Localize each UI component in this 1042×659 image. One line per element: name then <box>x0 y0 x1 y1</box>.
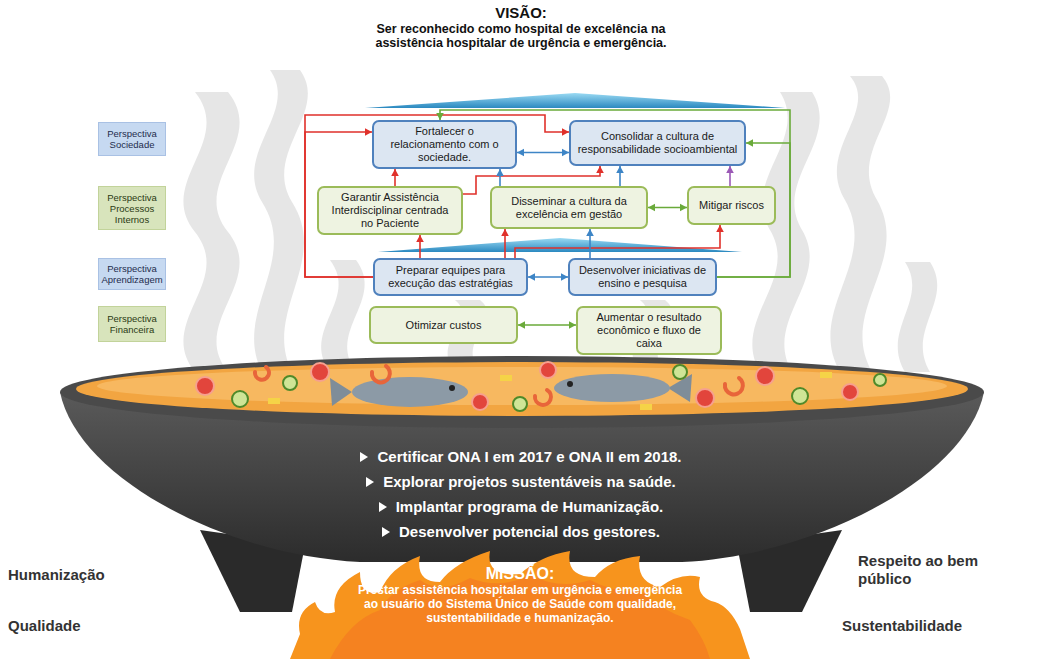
arrowhead <box>561 273 568 281</box>
connector <box>515 225 724 258</box>
connector-line <box>517 152 569 154</box>
value-label: Sustentabilidade <box>842 617 1022 635</box>
objective-box: Disseminar a cultura da excelência em ge… <box>490 186 648 229</box>
perspective-label: Perspectiva Sociedade <box>98 122 166 156</box>
arrowhead <box>569 321 576 329</box>
arrowhead <box>365 128 372 136</box>
bullet-marker <box>360 452 368 462</box>
mission-text: Prestar assistência hospitalar em urgênc… <box>355 583 685 625</box>
arrowhead <box>518 321 525 329</box>
objective-box: Consolidar a cultura de responsabilidade… <box>569 120 746 166</box>
box-text: Perspectiva Financeira <box>102 313 162 335</box>
arrowhead <box>586 229 594 236</box>
arrowhead <box>391 169 399 176</box>
objective-box: Fortalecer o relacionamento com o socied… <box>372 120 517 169</box>
goal-item: Certificar ONA I em 2017 e ONA II em 201… <box>201 448 841 466</box>
arrowhead <box>416 235 424 242</box>
value-label: Qualidade <box>8 617 168 635</box>
objective-box: Desenvolver iniciativas de ensino e pesq… <box>568 258 717 296</box>
objective-box: Mitigar riscos <box>687 186 776 225</box>
goal-item: Desenvolver potencial dos gestores. <box>201 523 841 541</box>
soup <box>76 362 968 416</box>
connector <box>528 273 568 281</box>
arrowhead <box>616 166 624 173</box>
connector-line <box>515 225 720 258</box>
objective-box: Preparar equipes para execução das estra… <box>373 258 528 296</box>
connector <box>586 229 594 258</box>
connector <box>501 229 509 258</box>
goal-bullet: Certificar ONA I em 2017 e ONA II em 201… <box>377 448 681 465</box>
box-text: Perspectiva Processos Internos <box>102 192 162 225</box>
arrowhead <box>680 204 687 212</box>
mission-flame: MISSÃO:Prestar assistência hospitalar em… <box>290 550 750 659</box>
arrowhead <box>648 204 655 212</box>
box-text: Consolidar a cultura de responsabilidade… <box>577 130 738 156</box>
perspective-label: Perspectiva Financeira <box>98 306 166 342</box>
objective-box: Otimizar custos <box>369 306 518 344</box>
box-text: Desenvolver iniciativas de ensino e pesq… <box>576 264 709 290</box>
box-text: Mitigar riscos <box>699 199 764 212</box>
goal-item: Explorar projetos sustentáveis na saúde. <box>201 473 841 491</box>
connector <box>518 321 576 329</box>
box-text: Fortalecer o relacionamento com o socied… <box>380 125 509 164</box>
objective-box: Garantir Assistência Interdisciplinar ce… <box>317 186 463 235</box>
vision-heading: VISÃO: <box>371 4 671 22</box>
connector <box>517 149 569 157</box>
flame-outer <box>290 551 750 659</box>
arrowhead <box>746 139 753 147</box>
connector <box>496 169 504 186</box>
direction-arrow <box>365 93 785 108</box>
arrowhead <box>562 149 569 157</box>
arrowhead <box>528 273 535 281</box>
box-text: Preparar equipes para execução das estra… <box>381 264 520 290</box>
connector <box>648 204 687 212</box>
arrowhead <box>726 166 734 173</box>
goal-item: Implantar programa de Humanização. <box>201 498 841 516</box>
pot-rim <box>60 356 984 428</box>
flame-inner <box>330 575 710 659</box>
box-text: Perspectiva Aprendizagem <box>101 263 162 285</box>
connector <box>726 166 734 186</box>
objective-box: Aumentar o resultado econômico e fluxo d… <box>576 306 722 355</box>
vision-statement: Ser reconhecido como hospital de excelên… <box>371 22 671 50</box>
arrowhead <box>562 128 569 136</box>
connector-line <box>518 324 576 326</box>
goal-bullet: Implantar programa de Humanização. <box>396 498 664 515</box>
steam <box>183 70 937 372</box>
bullet-marker <box>379 502 387 512</box>
mission-heading: MISSÃO: <box>486 565 554 583</box>
arrowhead <box>496 169 504 176</box>
connector <box>416 235 424 258</box>
arrowhead <box>596 166 604 173</box>
value-label: Humanização <box>8 566 168 584</box>
perspective-label: Perspectiva Processos Internos <box>98 186 166 230</box>
value-label: Respeito ao bem público <box>858 552 1003 588</box>
soup-ingredients <box>196 362 886 411</box>
connector <box>391 169 399 186</box>
box-text: Otimizar custos <box>406 319 482 332</box>
goal-bullet: Explorar projetos sustentáveis na saúde. <box>383 473 676 490</box>
connector <box>616 166 624 186</box>
direction-arrow <box>378 238 742 252</box>
goal-bullet: Desenvolver potencial dos gestores. <box>399 523 660 540</box>
box-text: Garantir Assistência Interdisciplinar ce… <box>325 191 455 230</box>
perspective-label: Perspectiva Aprendizagem <box>98 258 166 290</box>
bullet-marker <box>382 527 390 537</box>
arrowhead <box>436 113 444 120</box>
arrowhead <box>501 229 509 236</box>
arrowhead <box>716 225 724 232</box>
arrowhead <box>517 149 524 157</box>
box-text: Disseminar a cultura da excelência em ge… <box>498 195 640 221</box>
bullet-marker <box>366 477 374 487</box>
box-text: Aumentar o resultado econômico e fluxo d… <box>584 311 714 350</box>
box-text: Perspectiva Sociedade <box>102 128 162 150</box>
